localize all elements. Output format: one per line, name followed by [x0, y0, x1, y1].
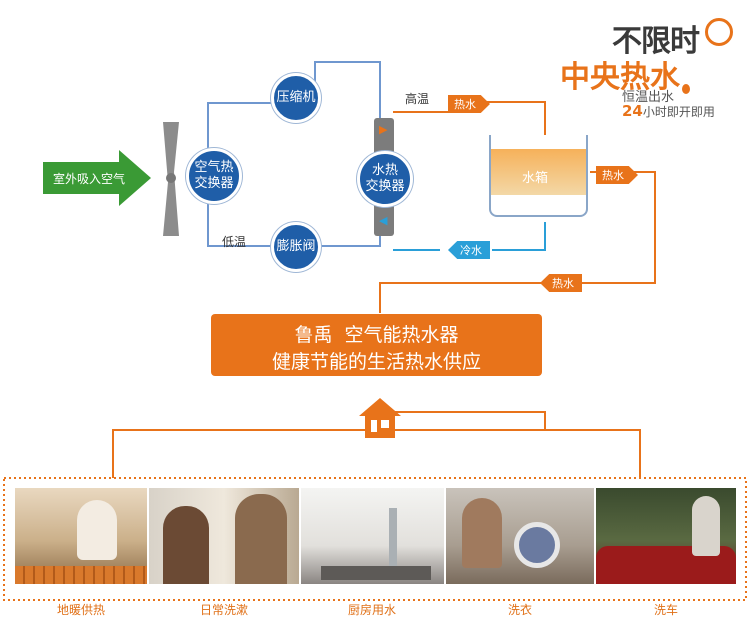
water-exchanger-label: 水热 交换器 — [365, 163, 405, 194]
exchanger-arrow-top-icon: ▶ — [379, 123, 388, 136]
tank-water-fill — [491, 149, 586, 195]
banner-line1: 鲁禹 空气能热水器 — [211, 320, 542, 347]
brand-sub2-num: 24 — [622, 102, 643, 120]
hot-water-tag-3-label: 热水 — [552, 277, 574, 290]
compressor-node: 压缩机 — [271, 73, 321, 123]
brand-line2: 中央热水 — [560, 60, 680, 95]
photo-floor-heating-figure — [77, 500, 117, 560]
low-temp-label: 低温 — [222, 235, 247, 249]
caption-laundry: 洗衣 — [507, 603, 532, 617]
high-temp-label: 高温 — [405, 92, 430, 106]
photo-laundry-figure — [462, 498, 502, 568]
brand-sub2: 24小时即开即用 — [622, 102, 715, 120]
air-exchanger-label: 空气热 交换器 — [194, 160, 234, 191]
fan-icon — [163, 122, 179, 236]
hot-water-tag-1: 热水 — [448, 95, 490, 113]
cold-water-tag: 冷水 — [448, 241, 490, 259]
brand-block: 不限时 中央热水 恒温出水 24小时即开即用 — [560, 14, 745, 124]
expansion-valve-node: 膨胀阀 — [271, 222, 321, 272]
photo-floor-heating-floor — [15, 566, 147, 584]
photo-laundry — [446, 488, 594, 584]
caption-kitchen: 厨房用水 — [347, 603, 396, 617]
caption-daily-wash: 日常洗漱 — [199, 603, 248, 617]
caption-car-wash: 洗车 — [653, 603, 678, 617]
tank-label: 水箱 — [522, 171, 549, 186]
brand-line1: 不限时 — [612, 24, 700, 59]
hot-water-tag-2-label: 热水 — [602, 169, 624, 182]
expansion-valve-label: 膨胀阀 — [276, 239, 316, 254]
photo-laundry-washer-door — [514, 522, 560, 568]
brand-sub1: 恒温出水 — [622, 90, 675, 105]
brand-sub2-text: 小时即开即用 — [642, 105, 715, 119]
water-drop-icon — [682, 84, 690, 94]
hot-water-tag-3: 热水 — [540, 274, 582, 292]
banner-line2: 健康节能的生活热水供应 — [271, 351, 481, 373]
photo-car-wash-figure — [692, 496, 720, 556]
air-exchanger-node: 空气热 交换器 — [186, 148, 242, 204]
exchanger-arrow-bottom-icon: ◀ — [379, 214, 388, 227]
intake-arrow — [43, 150, 151, 206]
photo-floor-heating — [15, 488, 147, 584]
hot-water-tag-2: 热水 — [596, 166, 638, 184]
banner-brand: 鲁禹 — [294, 324, 333, 346]
photo-daily-wash — [149, 488, 299, 584]
house-icon — [359, 398, 401, 438]
clock-icon — [705, 18, 733, 46]
photo-daily-wash-figure-1 — [163, 506, 209, 584]
cold-water-tag-label: 冷水 — [460, 244, 482, 257]
photo-kitchen-faucet — [389, 508, 397, 568]
photo-kitchen-sink — [321, 566, 431, 580]
banner-line1-text: 空气能热水器 — [344, 324, 459, 346]
water-exchanger-node: 水热 交换器 — [357, 151, 413, 207]
photo-daily-wash-figure-2 — [235, 494, 287, 584]
compressor-label: 压缩机 — [276, 90, 316, 105]
caption-floor-heating: 地暖供热 — [56, 603, 105, 617]
hot-water-tag-1-label: 热水 — [454, 98, 476, 111]
intake-arrow-label: 室外吸入空气 — [53, 172, 126, 186]
banner: 鲁禹 空气能热水器 健康节能的生活热水供应 — [211, 314, 542, 376]
photo-car-wash — [596, 488, 736, 584]
water-tank — [489, 135, 588, 217]
photo-kitchen — [301, 488, 444, 584]
